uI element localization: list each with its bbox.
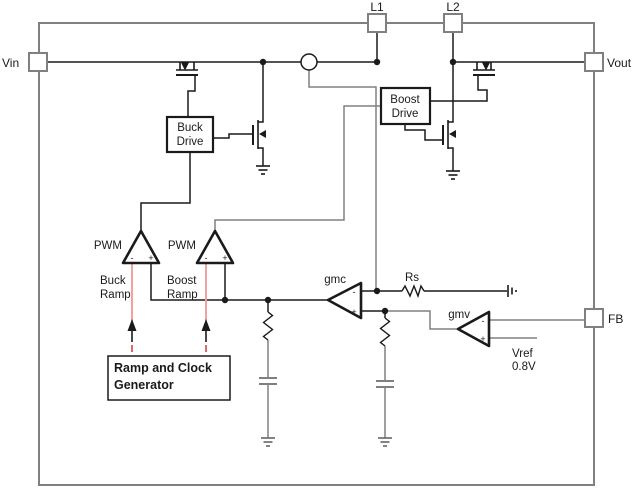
- ground-icon-sideways: [507, 285, 517, 297]
- ic-boundary-box: [38, 22, 595, 486]
- boost-pwm-to-drive-wire: [214, 105, 381, 231]
- boost-nmos-icon: [442, 120, 456, 149]
- junction-dot: [373, 287, 381, 295]
- ramp-generator-label: Generator: [114, 378, 174, 392]
- buck-nmos-source: [258, 147, 264, 166]
- arrow-up-icon: [201, 319, 211, 331]
- gmv-amplifier: [456, 310, 491, 348]
- junction-dot: [259, 58, 267, 66]
- buck-pmos-icon: [176, 62, 198, 76]
- boost-pmos-gate-lead: [431, 75, 488, 102]
- vref-label: Vref: [512, 348, 533, 360]
- buck-nmos-icon: [252, 120, 266, 149]
- pwm-buck-comparator: [121, 229, 161, 265]
- boost-nmos-source: [448, 147, 454, 171]
- ramp-clock-generator-block: [107, 355, 231, 401]
- buck-drive-label: Buck: [177, 122, 203, 134]
- rs-resistor: [401, 284, 425, 299]
- pwm-boost-label: PWM: [168, 240, 196, 252]
- capacitors: [259, 377, 394, 388]
- pwm-buck-label: PWM: [94, 240, 122, 252]
- pin-l1: [367, 13, 387, 33]
- pwm-boost-plus-mark: +: [222, 253, 227, 263]
- pin-label-fb: FB: [608, 312, 623, 326]
- pin-vin: [28, 52, 48, 72]
- pin-label-vin: Vin: [2, 56, 19, 70]
- arrow-up-icon: [127, 319, 137, 331]
- pin-label-vout: Vout: [607, 56, 632, 70]
- blocks: [107, 86, 432, 401]
- signal-grounds: [261, 437, 392, 447]
- gray-wires: [214, 70, 585, 438]
- junction-dot: [373, 58, 381, 66]
- ground-icon: [446, 170, 460, 180]
- pin-label-l2: L2: [446, 0, 460, 14]
- gmc-minus-mark: -: [353, 287, 356, 297]
- junction-dot: [449, 58, 457, 66]
- junction-dot: [381, 307, 389, 315]
- current-sensor-icon: [300, 53, 318, 71]
- pin-l2: [443, 13, 463, 33]
- black-wires: [47, 32, 585, 318]
- pins: [28, 13, 604, 328]
- buck-drive-block: [165, 115, 215, 154]
- gmc-amplifier: [326, 281, 363, 320]
- current-sense-wire: [308, 70, 377, 291]
- boost-nmos-drain: [448, 62, 454, 123]
- ground-icon: [256, 165, 270, 175]
- gmv-label: gmv: [448, 309, 470, 321]
- pwm-buck-minus-mark: -: [131, 253, 134, 263]
- buck-ramp-line: [127, 263, 137, 352]
- gmc-plus-mark: +: [351, 307, 356, 317]
- boost-ramp-label: Ramp: [167, 289, 198, 301]
- ramp-lines: [127, 263, 211, 352]
- boost-drive-label: Boost: [390, 94, 420, 106]
- buck-nmos-gate-lead: [213, 133, 253, 139]
- gmv-plus-mark: +: [480, 334, 485, 344]
- boost-nmos-gate-lead: [404, 124, 443, 141]
- junction-dot: [221, 296, 229, 304]
- boost-drive-label: Drive: [392, 108, 419, 120]
- gmv-out-to-gmc-plus-wire: [385, 310, 458, 330]
- boost-pmos-icon: [473, 62, 495, 76]
- pwm-buck-plus-mark: +: [148, 253, 153, 263]
- amplifiers: [121, 229, 491, 348]
- pwm-boost-minus-mark: -: [205, 253, 208, 263]
- ground-icon: [378, 437, 392, 447]
- buck-ramp-label: Ramp: [100, 289, 131, 301]
- gmc-label: gmc: [324, 274, 346, 286]
- buck-pmos-gate-lead: [187, 75, 196, 117]
- mosfets: [176, 62, 495, 149]
- ground-icon: [261, 437, 275, 447]
- buck-ramp-label: Buck: [100, 275, 126, 287]
- pin-fb: [584, 308, 604, 328]
- power-grounds: [256, 165, 517, 297]
- boost-drive-block: [379, 86, 432, 126]
- rc1-resistor: [262, 311, 274, 341]
- boost-ramp-line: [201, 263, 211, 352]
- gmv-minus-mark: -: [482, 316, 485, 326]
- pwm-boost-comparator: [195, 229, 235, 265]
- buck-nmos-drain: [258, 62, 264, 123]
- vref-label: 0.8V: [512, 361, 536, 373]
- resistors: [262, 284, 425, 347]
- junction-dot: [264, 296, 272, 304]
- pin-vout: [584, 52, 604, 72]
- labels: Vin L1 L2 Vout FB Buck Drive Boost Drive…: [2, 0, 632, 392]
- boost-ramp-label: Boost: [167, 275, 197, 287]
- pin-label-l1: L1: [370, 0, 384, 14]
- buck-pwm-to-drive-wire: [140, 152, 191, 231]
- rc2-resistor: [379, 317, 391, 347]
- rs-label: Rs: [405, 272, 419, 284]
- ramp-generator-label: Ramp and Clock: [114, 361, 212, 375]
- buck-drive-label: Drive: [177, 136, 204, 148]
- junction-dots: [221, 58, 457, 315]
